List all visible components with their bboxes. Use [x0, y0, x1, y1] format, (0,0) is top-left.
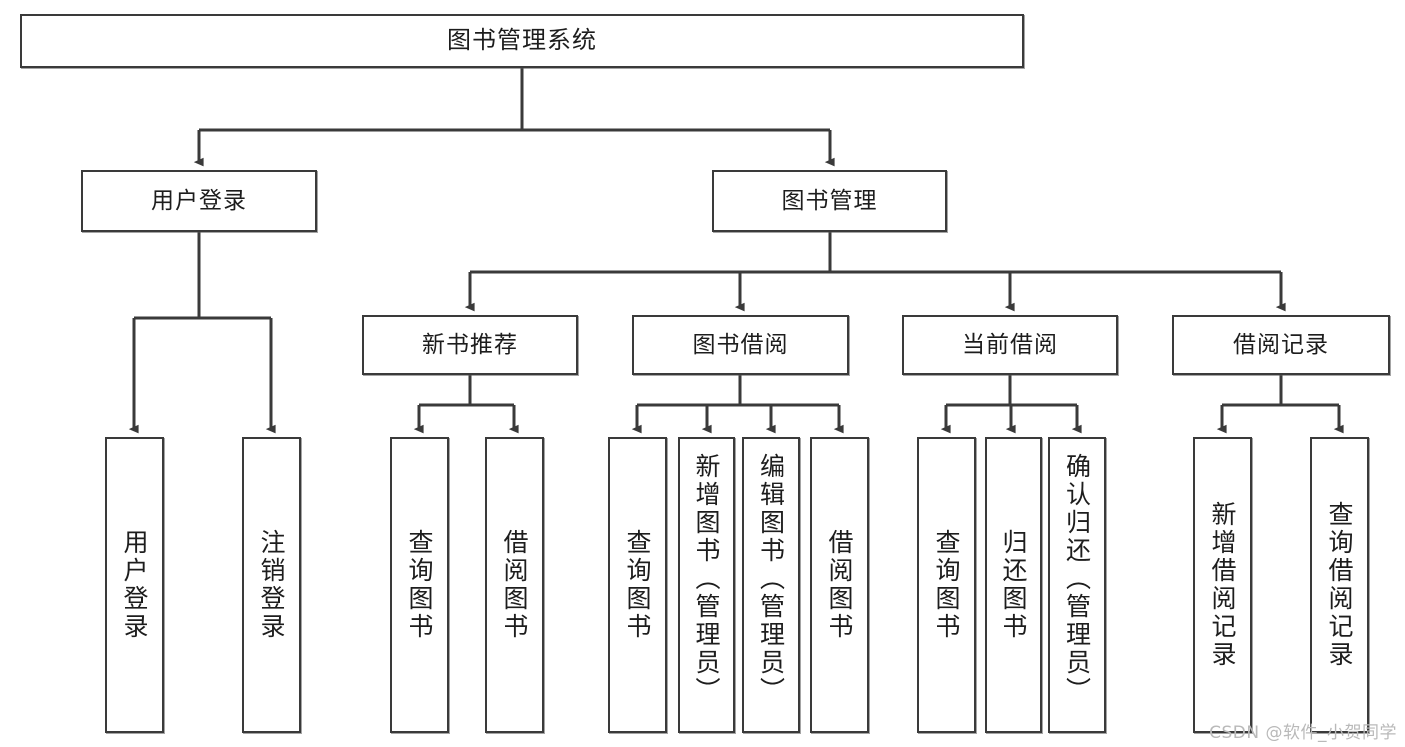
node-label: 图书管理: [781, 187, 878, 214]
node-label: 当前借阅: [962, 331, 1058, 358]
node-label: 新书推荐: [422, 331, 518, 358]
leaf-query-books-current[interactable]: 查询图书: [917, 437, 976, 733]
node-label: 查询图书: [623, 529, 652, 641]
leaf-add-borrowing-record[interactable]: 新增借阅记录: [1193, 437, 1252, 733]
node-label: 查询借阅记录: [1325, 501, 1354, 669]
leaf-query-books-borrowing[interactable]: 查询图书: [608, 437, 667, 733]
node-root-book-management-system[interactable]: 图书管理系统: [20, 14, 1024, 68]
leaf-borrow-books-recommend[interactable]: 借阅图书: [485, 437, 544, 733]
leaf-user-login[interactable]: 用户登录: [105, 437, 164, 733]
node-label: 用户登录: [151, 187, 247, 214]
node-label: 用户登录: [120, 529, 149, 641]
node-label: 借阅图书: [825, 529, 854, 641]
node-label: 图书借阅: [692, 331, 789, 358]
leaf-add-book-admin[interactable]: 新增图书（管理员）: [678, 437, 735, 733]
watermark: CSDN @软件_小贺同学: [1209, 723, 1397, 743]
node-label: 图书管理系统: [447, 26, 597, 55]
node-label: 借阅记录: [1233, 331, 1329, 358]
leaf-confirm-return-admin[interactable]: 确认归还（管理员）: [1048, 437, 1106, 733]
node-new-book-recommendation[interactable]: 新书推荐: [362, 315, 578, 375]
node-book-management[interactable]: 图书管理: [712, 170, 947, 232]
leaf-edit-book-admin[interactable]: 编辑图书（管理员）: [742, 437, 800, 733]
node-label: 查询图书: [932, 529, 961, 641]
node-label: 注销登录: [257, 529, 286, 641]
node-label: 借阅图书: [500, 529, 529, 641]
node-label: 确认归还（管理员）: [1062, 453, 1092, 705]
leaf-logout[interactable]: 注销登录: [242, 437, 301, 733]
leaf-borrow-books-borrowing[interactable]: 借阅图书: [810, 437, 869, 733]
node-user-login[interactable]: 用户登录: [81, 170, 317, 232]
leaf-return-books[interactable]: 归还图书: [985, 437, 1042, 733]
node-label: 编辑图书（管理员）: [756, 453, 786, 705]
node-current-borrowing[interactable]: 当前借阅: [902, 315, 1118, 375]
leaf-query-books-recommend[interactable]: 查询图书: [390, 437, 449, 733]
node-book-borrowing[interactable]: 图书借阅: [632, 315, 849, 375]
node-label: 查询图书: [405, 529, 434, 641]
node-label: 新增借阅记录: [1208, 501, 1237, 669]
leaf-query-borrowing-record[interactable]: 查询借阅记录: [1310, 437, 1369, 733]
node-label: 新增图书（管理员）: [692, 453, 721, 705]
node-label: 归还图书: [999, 529, 1028, 641]
node-borrowing-records[interactable]: 借阅记录: [1172, 315, 1390, 375]
